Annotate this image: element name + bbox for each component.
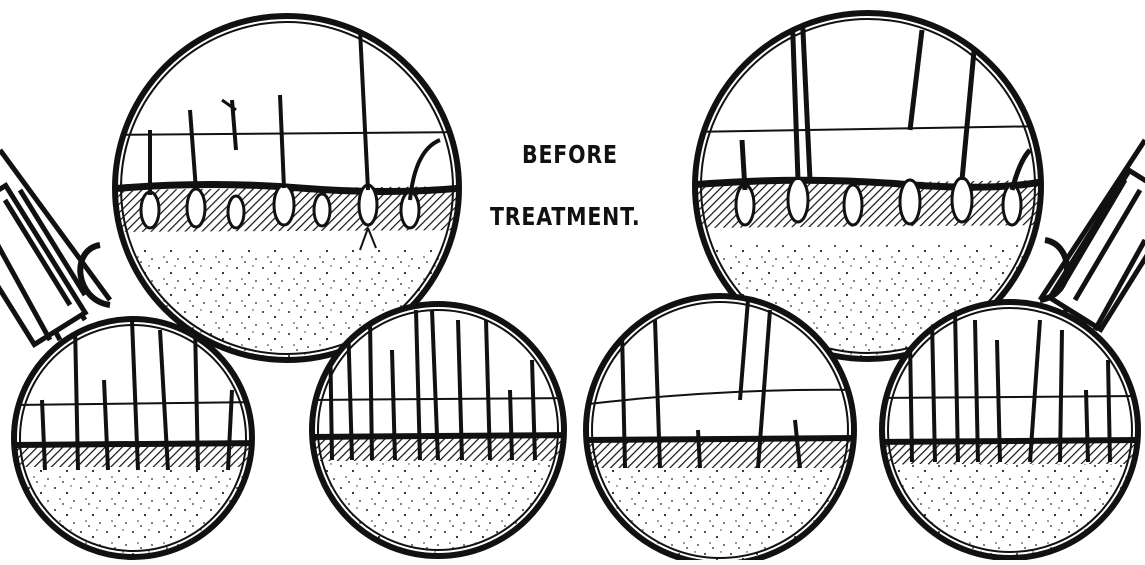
right-handle [1040,140,1145,330]
caption-before: BEFORE [522,140,618,169]
caption-treatment: TREATMENT. [490,202,640,231]
left-handle [0,150,110,345]
